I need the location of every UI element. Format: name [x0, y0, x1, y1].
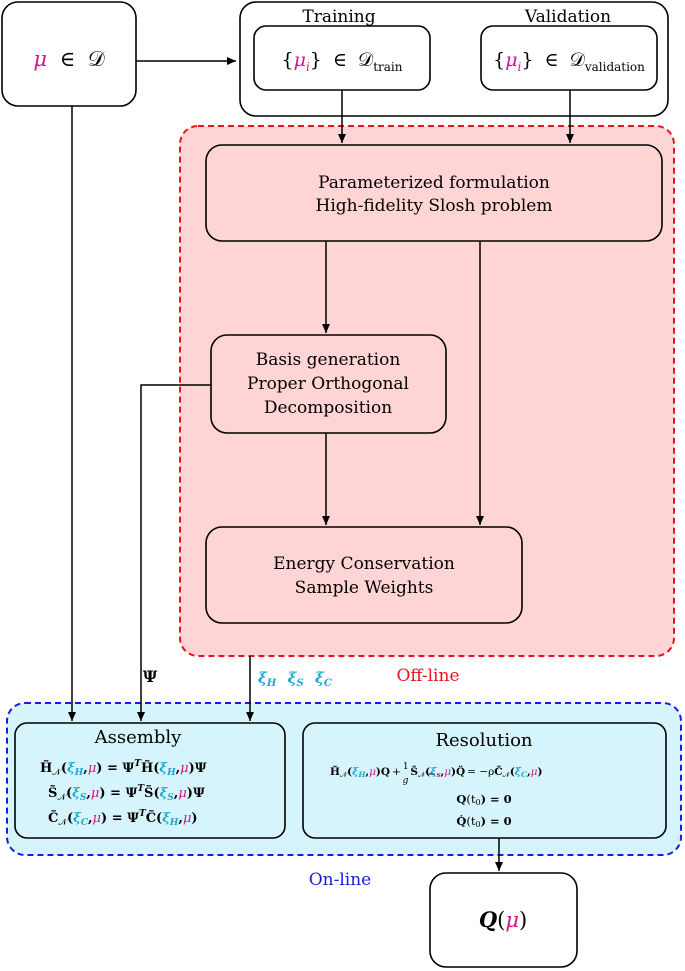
basis-line3: Decomposition [264, 398, 392, 418]
validation-set-label: {μi} ∈ 𝒟validation [493, 49, 645, 74]
hifi-line2: High-fidelity Slosh problem [316, 196, 553, 216]
assembly-eq-s: S̃𝒩(ξS,μ) = ΨTS̃(ξS,μ)Ψ [48, 784, 205, 803]
edges [68, 57, 574, 871]
resolution-eq3: Q̇(t0) = 0 [456, 814, 511, 829]
resolution-title: Resolution [435, 730, 532, 751]
offline-label: Off-line [396, 666, 459, 686]
train-set-label: {μi} ∈ 𝒟train [281, 49, 402, 74]
hifi-node [205, 144, 663, 242]
output-label: Q(μ) [479, 907, 527, 932]
hifi-line1: Parameterized formulation [318, 173, 550, 193]
input-label: μ ∈ 𝒟 [33, 47, 105, 71]
input-node [1, 1, 137, 107]
edge-basis-to-assembly [137, 384, 211, 721]
online-label: On-line [309, 870, 372, 890]
energy-line2: Sample Weights [295, 578, 434, 598]
energy-line1: Energy Conservation [273, 554, 455, 574]
validation-label: Validation [524, 7, 611, 27]
energy-node [205, 526, 523, 624]
validation-set-node [480, 25, 658, 91]
assembly-title: Assembly [94, 727, 182, 748]
assembly-eq-c: C̃𝒩(ξC,μ) = ΨTC̃(ξH,μ) [48, 809, 198, 828]
output-node [429, 872, 578, 968]
assembly-eq-h: H̃𝒩(ξH,μ) = ΨTH̃(ξH,μ)Ψ [40, 759, 207, 778]
training-label: Training [302, 7, 375, 27]
basis-line1: Basis generation [256, 350, 401, 370]
basis-line2: Proper Orthogonal [247, 374, 409, 394]
xi-edge-label: ξH ξS ξC [258, 669, 332, 690]
resolution-eq2: Q(t0) = 0 [456, 792, 511, 807]
basis-node [210, 334, 447, 434]
assembly-node [14, 722, 286, 839]
resolution-node [302, 722, 667, 839]
psi-edge-label: Ψ [143, 667, 158, 686]
